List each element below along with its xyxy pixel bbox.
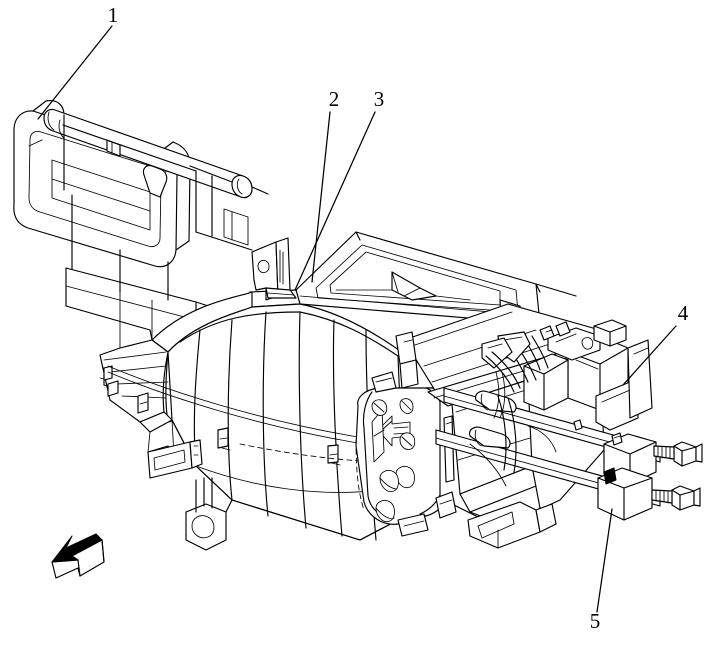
direction-arrow: [51, 533, 105, 579]
callout-label-3: 3: [374, 87, 385, 111]
callout-label-1: 1: [108, 3, 119, 27]
case-upper-opening-group: [249, 231, 577, 375]
leader-line-3: [294, 111, 376, 291]
callout-label-4: 4: [678, 301, 689, 325]
temperature-actuator-group: [597, 433, 657, 521]
callout-label-2: 2: [329, 87, 340, 111]
leader-line-5: [596, 508, 613, 613]
callout-leaders: [37, 25, 677, 613]
mounting-bracket-group: [251, 237, 297, 301]
leader-line-1: [37, 25, 113, 120]
leader-line-2: [311, 111, 331, 283]
mode-actuator-group: [481, 319, 653, 431]
callout-labels: 1 2 3 4 5: [108, 3, 689, 633]
blower-motor-housing-group: [355, 371, 453, 537]
hex-bolts-group: [573, 419, 703, 511]
callout-label-5: 5: [590, 609, 601, 633]
leader-line-4: [622, 325, 677, 386]
